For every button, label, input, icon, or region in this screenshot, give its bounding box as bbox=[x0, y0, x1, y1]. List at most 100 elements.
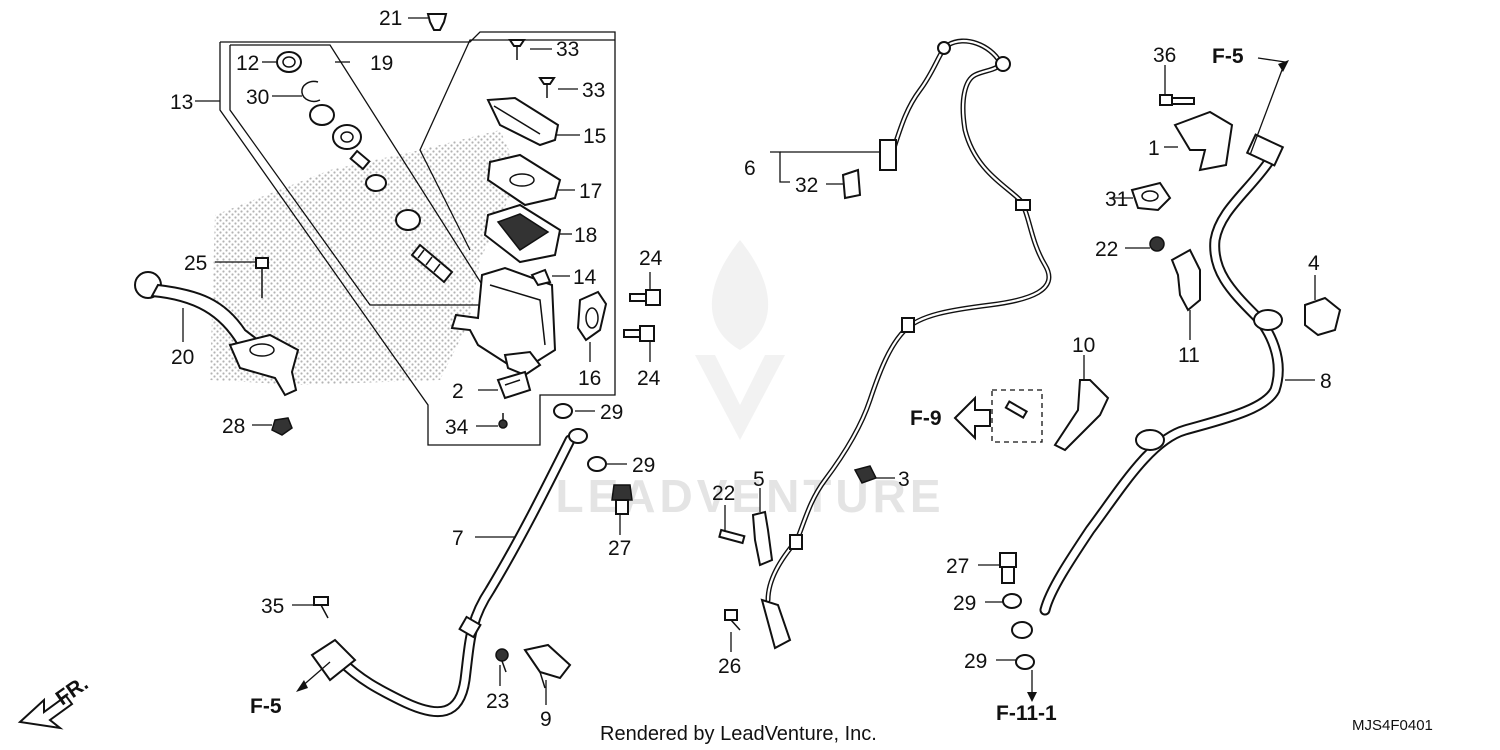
f11-arrow bbox=[1027, 670, 1037, 702]
part-2-switch bbox=[496, 370, 532, 400]
label-5: 5 bbox=[753, 468, 765, 491]
label-28: 28 bbox=[222, 415, 245, 438]
label-6: 6 bbox=[744, 157, 756, 180]
part-5-stay bbox=[751, 510, 774, 567]
part-1-bracket bbox=[1173, 110, 1234, 172]
leader-lines bbox=[182, 17, 1316, 705]
part-33-screw-upper bbox=[508, 39, 526, 60]
label-20: 20 bbox=[171, 346, 194, 369]
part-30-circlip bbox=[301, 80, 321, 103]
label-12: 12 bbox=[236, 52, 259, 75]
piston-set bbox=[309, 104, 454, 284]
part-29-washer-b bbox=[587, 456, 607, 472]
part-27-banjo-bolt-rear bbox=[999, 552, 1017, 584]
label-22a: 22 bbox=[712, 482, 735, 505]
part-10-bracket bbox=[1053, 379, 1110, 452]
label-31: 31 bbox=[1105, 188, 1128, 211]
label-18: 18 bbox=[574, 224, 597, 247]
part-31-grommet bbox=[1130, 181, 1172, 212]
label-11: 11 bbox=[1178, 344, 1200, 367]
label-27a: 27 bbox=[608, 537, 631, 560]
part-17-plate bbox=[486, 153, 562, 207]
part-4-clip bbox=[1304, 296, 1342, 337]
f5-bottom-arrow bbox=[296, 661, 331, 692]
label-4: 4 bbox=[1308, 252, 1320, 275]
part-35-bolt bbox=[313, 596, 329, 619]
label-25: 25 bbox=[184, 252, 207, 275]
label-14: 14 bbox=[573, 266, 597, 289]
label-29b: 29 bbox=[632, 454, 655, 477]
part-24-bolt-upper bbox=[629, 289, 661, 306]
part-9-clamp bbox=[523, 643, 572, 689]
label-10: 10 bbox=[1072, 334, 1095, 357]
label-23: 23 bbox=[486, 690, 509, 713]
part-34-screw bbox=[498, 413, 508, 429]
footer-credit: Rendered by LeadVenture, Inc. bbox=[600, 723, 877, 745]
direction-arrow-icon bbox=[17, 694, 74, 730]
part-24-bolt-lower bbox=[623, 325, 655, 342]
ref-f11[interactable]: F-11-1 bbox=[996, 702, 1057, 725]
part-16-holder bbox=[576, 290, 608, 342]
ref-f5-bottom[interactable]: F-5 bbox=[250, 695, 282, 718]
label-33b: 33 bbox=[582, 79, 605, 102]
part-20-brake-lever bbox=[134, 271, 300, 397]
part-8-brake-hose bbox=[1011, 133, 1285, 639]
label-16: 16 bbox=[578, 367, 601, 390]
f9-ref-box bbox=[953, 389, 1043, 443]
label-15: 15 bbox=[583, 125, 606, 148]
label-17: 17 bbox=[579, 180, 602, 203]
f5-top-arrow bbox=[1249, 57, 1289, 156]
part-12-boot bbox=[276, 51, 302, 73]
label-27b: 27 bbox=[946, 555, 969, 578]
label-24a: 24 bbox=[639, 247, 663, 270]
part-25-pivot-bolt bbox=[255, 257, 269, 298]
part-28-nut bbox=[271, 417, 293, 436]
label-26: 26 bbox=[718, 655, 741, 678]
part-29-washer-d bbox=[1015, 654, 1035, 670]
label-34: 34 bbox=[445, 416, 469, 439]
part-21-cap bbox=[426, 13, 448, 31]
diagram-code: MJS4F0401 bbox=[1352, 717, 1433, 734]
label-29d: 29 bbox=[964, 650, 987, 673]
part-7-brake-hose bbox=[310, 428, 588, 718]
kit-outline-13 bbox=[219, 31, 616, 446]
kit-outline-19 bbox=[229, 44, 497, 306]
label-21: 21 bbox=[379, 7, 402, 30]
label-29a: 29 bbox=[600, 401, 623, 424]
label-7: 7 bbox=[452, 527, 464, 550]
part-labels: 21 12 19 13 30 33 33 15 17 18 14 24 24 1… bbox=[170, 7, 1332, 731]
part-6-sensor-cable bbox=[760, 38, 1052, 650]
label-35: 35 bbox=[261, 595, 284, 618]
part-15-reservoir-cap bbox=[486, 96, 560, 147]
label-30: 30 bbox=[246, 86, 269, 109]
label-9: 9 bbox=[540, 708, 552, 731]
part-36-bolt bbox=[1159, 94, 1195, 106]
part-33-screw-lower bbox=[538, 77, 556, 98]
master-cylinder-body bbox=[450, 266, 557, 377]
label-8: 8 bbox=[1320, 370, 1332, 393]
watermark-logo bbox=[695, 240, 785, 440]
label-29c: 29 bbox=[953, 592, 976, 615]
part-22-bolt-sensor bbox=[718, 528, 746, 545]
label-13: 13 bbox=[170, 91, 193, 114]
part-29-washer-c bbox=[1002, 593, 1022, 609]
label-2: 2 bbox=[452, 380, 464, 403]
ref-f9[interactable]: F-9 bbox=[910, 407, 942, 430]
label-36: 36 bbox=[1153, 44, 1176, 67]
label-24b: 24 bbox=[637, 367, 661, 390]
part-18-diaphragm bbox=[483, 203, 562, 264]
part-26-bolt bbox=[724, 609, 741, 631]
part-14-pin bbox=[530, 268, 552, 287]
part-32-clip bbox=[841, 168, 862, 200]
label-22b: 22 bbox=[1095, 238, 1118, 261]
part-22-bolt-right bbox=[1149, 236, 1165, 252]
label-33a: 33 bbox=[556, 38, 579, 61]
part-29-washer-a bbox=[553, 403, 573, 419]
label-1: 1 bbox=[1148, 137, 1160, 160]
label-32: 32 bbox=[795, 174, 818, 197]
kit-outline-reservoir bbox=[419, 39, 615, 251]
ref-f5-top[interactable]: F-5 bbox=[1212, 45, 1244, 68]
label-3: 3 bbox=[898, 468, 910, 491]
label-19: 19 bbox=[370, 52, 393, 75]
